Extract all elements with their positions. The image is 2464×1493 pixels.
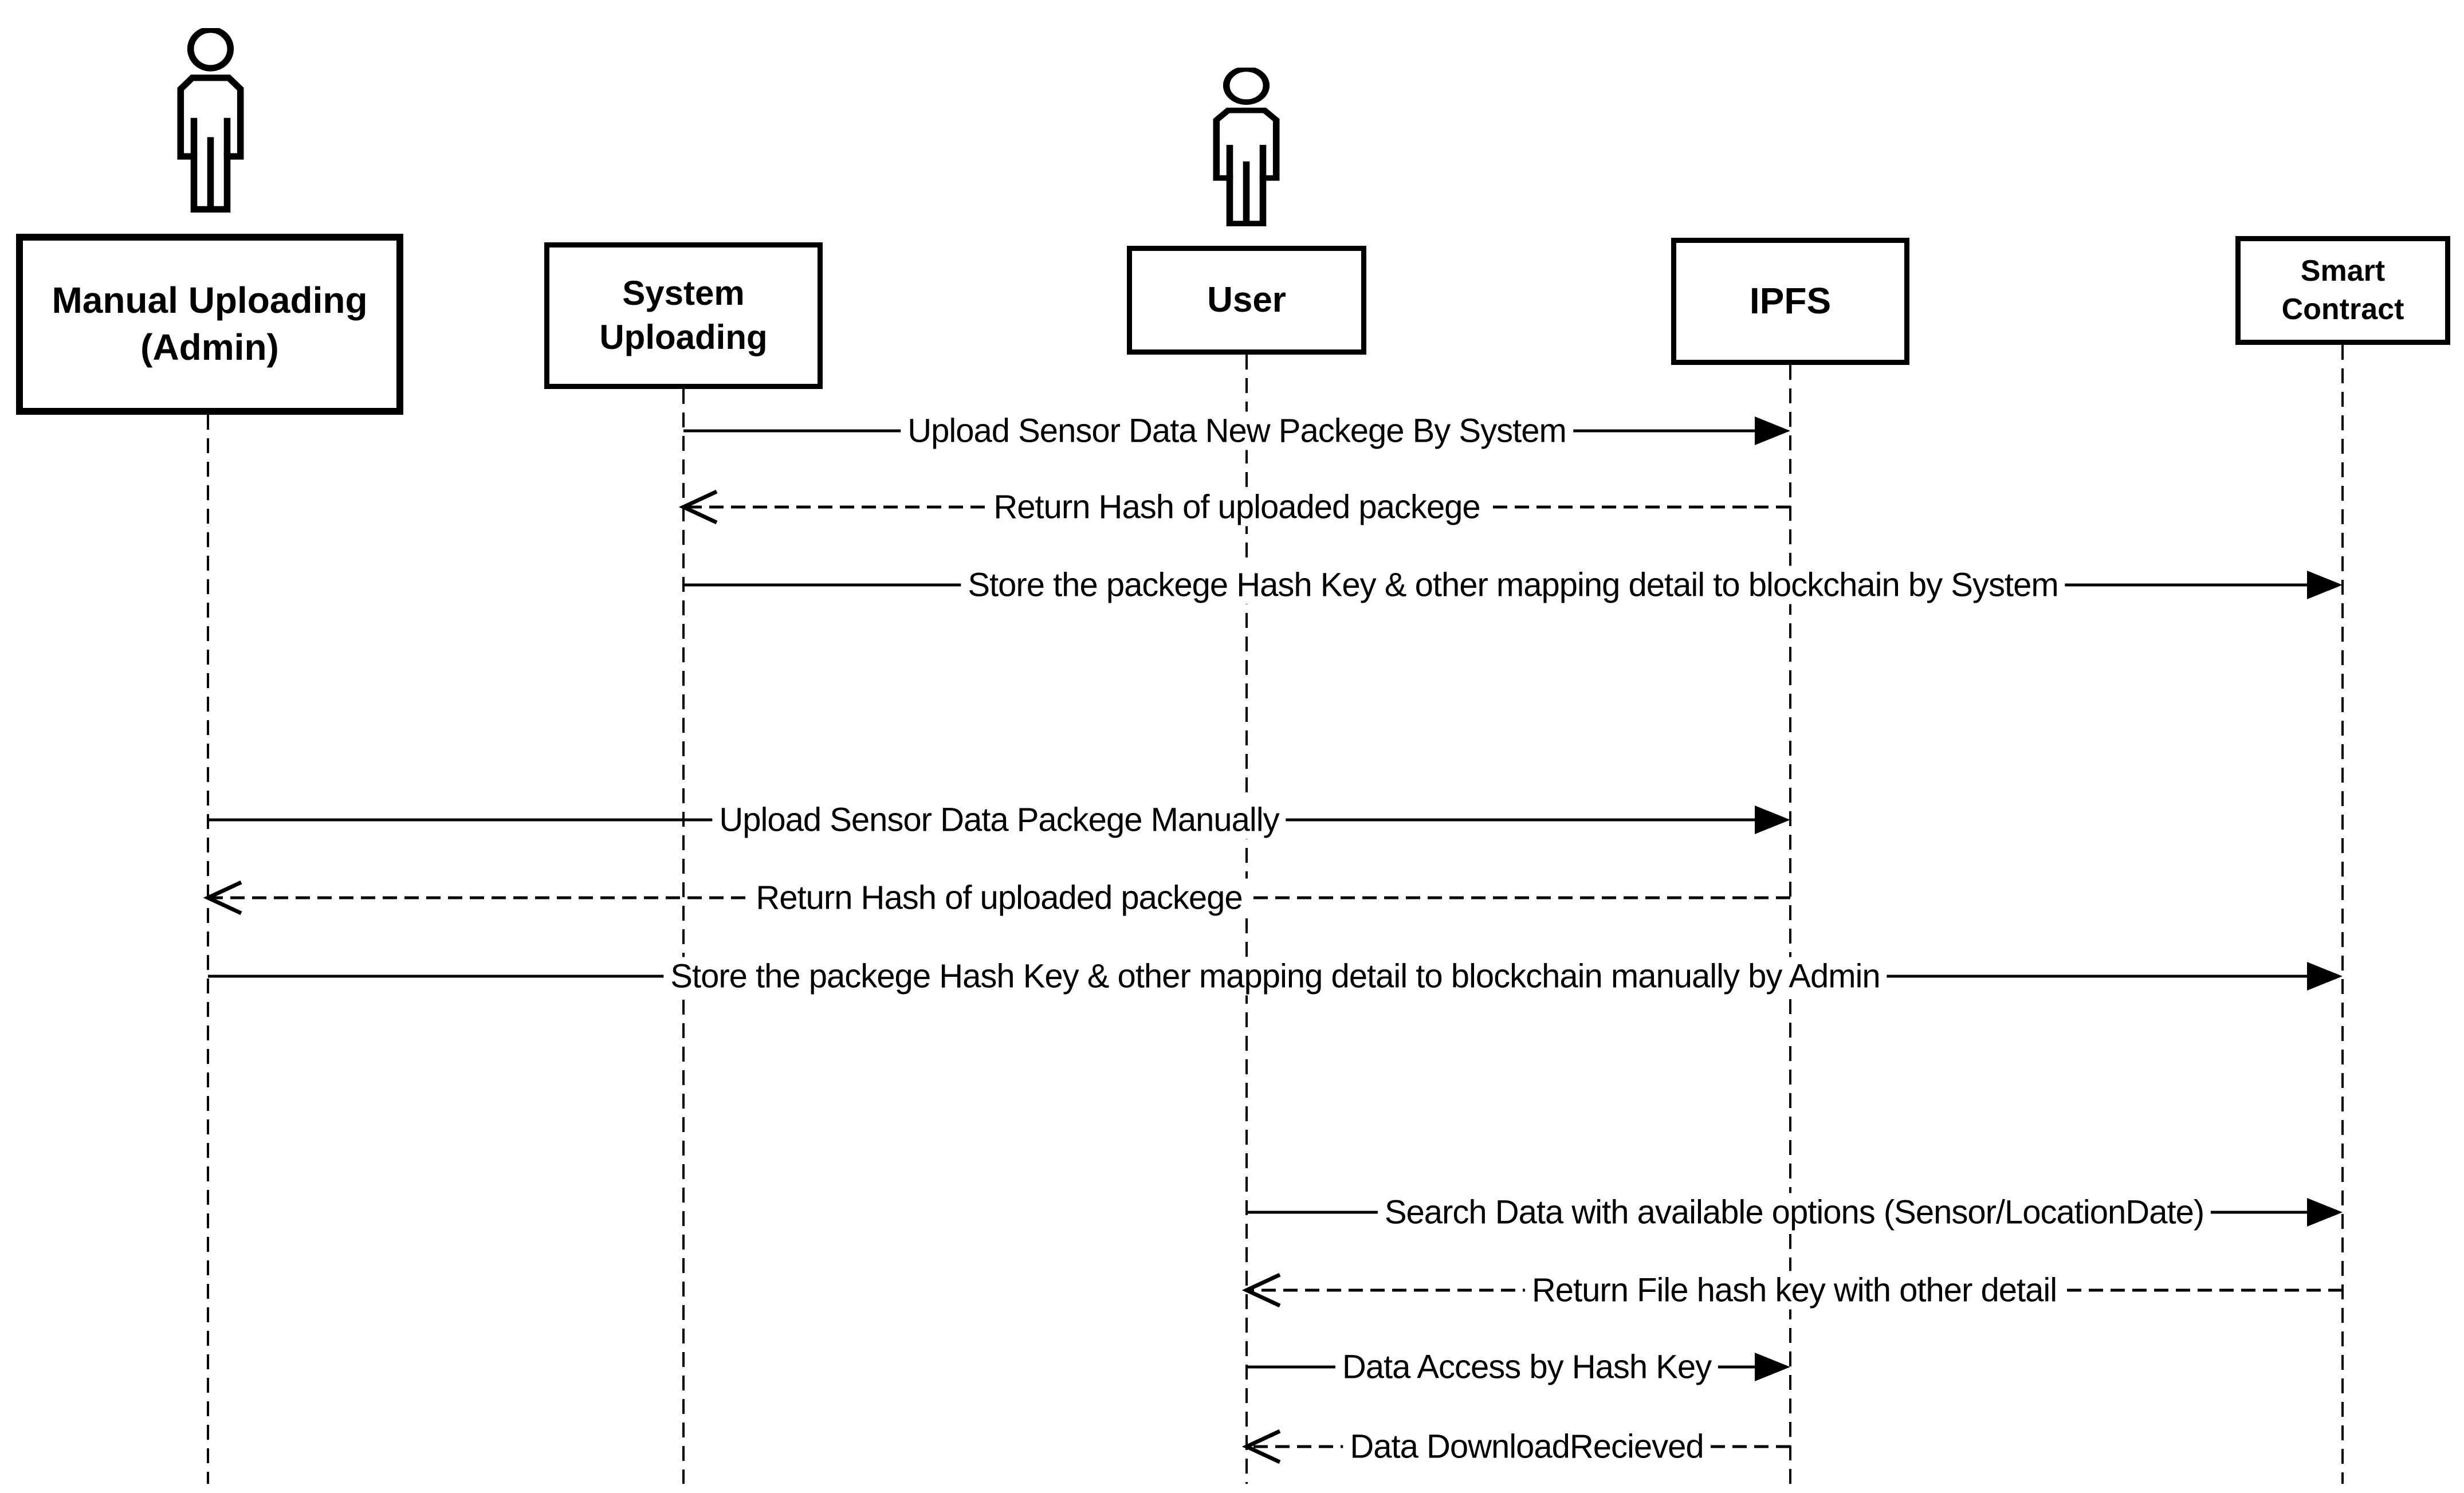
message-label-6: Store the packege Hash Key & other mappi… bbox=[663, 957, 1887, 996]
actor-label: User bbox=[1207, 280, 1286, 320]
filled-arrowhead-icon bbox=[1755, 417, 1790, 445]
actor-label: System bbox=[622, 274, 745, 313]
message-label-8: Return File hash key with other detail bbox=[1524, 1271, 2064, 1310]
message-label-10: Data DownloadRecieved bbox=[1343, 1427, 1711, 1466]
actor-label: Smart bbox=[2300, 254, 2386, 288]
filled-arrowhead-icon bbox=[1755, 1353, 1790, 1381]
filled-arrowhead-icon bbox=[2307, 1198, 2343, 1227]
filled-arrowhead-icon bbox=[1755, 806, 1790, 834]
message-label-7: Search Data with available options (Sens… bbox=[1377, 1193, 2211, 1232]
open-arrowhead-icon bbox=[203, 880, 242, 916]
actor-box-system-uploading: System Uploading bbox=[544, 242, 823, 389]
person-icon bbox=[177, 28, 244, 213]
filled-arrowhead-icon bbox=[2307, 962, 2343, 991]
message-label-5: Return Hash of uploaded packege bbox=[749, 878, 1249, 917]
message-label-2: Return Hash of uploaded packege bbox=[987, 488, 1487, 527]
actor-box-ipfs: IPFS bbox=[1671, 238, 1909, 365]
open-arrowhead-icon bbox=[1241, 1272, 1281, 1308]
message-label-9: Data Access by Hash Key bbox=[1335, 1347, 1719, 1386]
person-icon bbox=[1213, 68, 1280, 226]
actor-label: Uploading bbox=[599, 318, 768, 356]
filled-arrowhead-icon bbox=[2307, 571, 2343, 599]
message-label-4: Upload Sensor Data Packege Manually bbox=[712, 800, 1286, 839]
actor-box-manual-uploading-admin: Manual Uploading (Admin) bbox=[16, 234, 403, 415]
lifelines bbox=[207, 345, 2344, 1484]
open-arrowhead-icon bbox=[1241, 1429, 1281, 1464]
actor-label: (Admin) bbox=[140, 327, 279, 368]
actor-label: IPFS bbox=[1749, 280, 1832, 322]
message-label-1: Upload Sensor Data New Packege By System bbox=[901, 411, 1573, 450]
actor-box-smart-contract: Smart Contract bbox=[2235, 236, 2450, 345]
actor-box-user: User bbox=[1127, 246, 1366, 355]
actor-label: Contract bbox=[2281, 293, 2404, 326]
actor-label: Manual Uploading bbox=[52, 280, 368, 321]
message-label-3: Store the packege Hash Key & other mappi… bbox=[961, 565, 2065, 604]
open-arrowhead-icon bbox=[678, 489, 718, 525]
